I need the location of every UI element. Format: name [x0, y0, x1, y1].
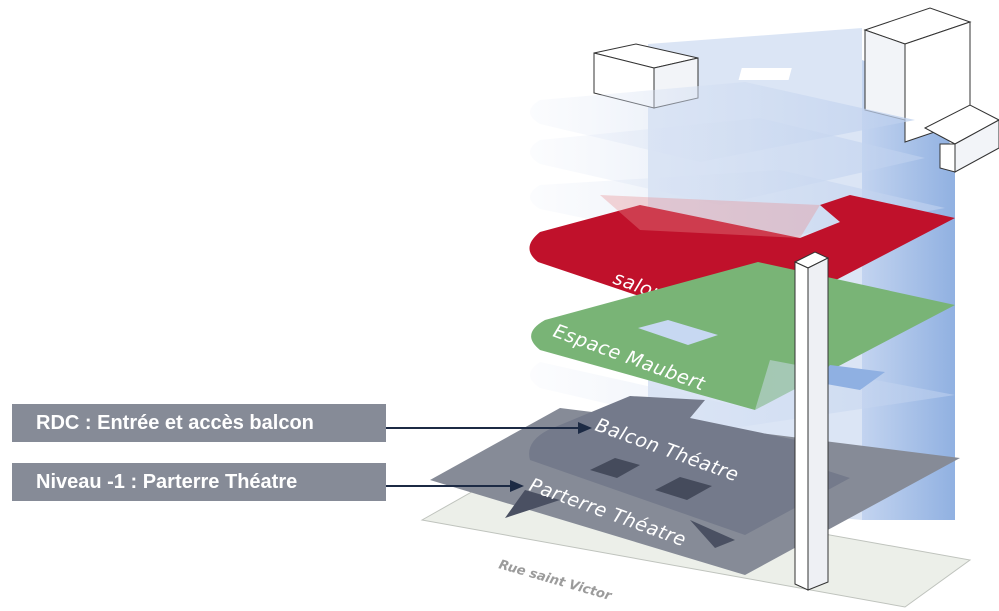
upper-floor-2 — [530, 170, 945, 248]
skylight — [738, 68, 792, 80]
blue-opening — [815, 365, 885, 390]
callout-rdc-entree-acces-balcon: RDC : Entrée et accès balcon — [12, 404, 386, 442]
espace-maubert-floor — [531, 262, 955, 410]
roof-block-side — [923, 104, 999, 173]
vertical-column — [793, 251, 830, 591]
street-label: Rue saint Victor — [497, 557, 615, 604]
salon-floor — [529, 195, 955, 330]
salon-floor-highlight — [600, 195, 820, 238]
balcon-opening-right — [655, 477, 712, 500]
balcon-opening-left — [590, 458, 640, 478]
espace-maubert-opening — [638, 320, 718, 345]
arrow-rdc — [386, 422, 592, 434]
balcon-theatre-floor — [529, 396, 850, 535]
parterre-stage-wedge-left — [505, 490, 560, 518]
arrow-niveau-moins-1 — [386, 480, 524, 492]
callout-niveau-moins-1-parterre-theatre: Niveau -1 : Parterre Théatre — [12, 463, 386, 501]
parterre-stage-wedge-right — [690, 520, 735, 548]
roof-block-right — [863, 7, 972, 143]
